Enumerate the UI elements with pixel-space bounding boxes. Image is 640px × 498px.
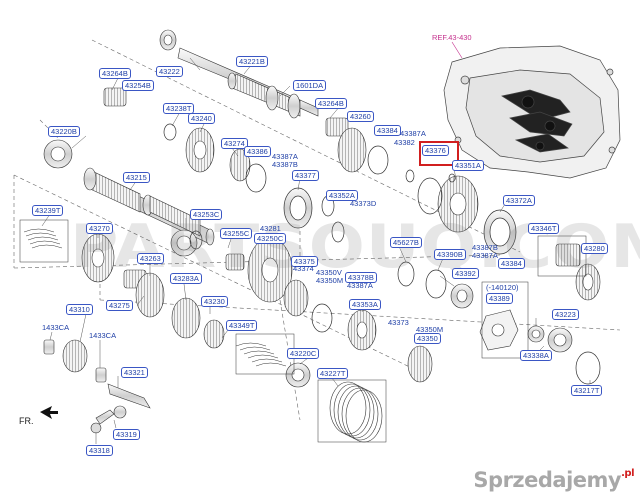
part-label-43387A-d[interactable]: 43387A [347, 281, 373, 290]
transmission-case [443, 45, 621, 179]
part-label-43350M[interactable]: 43350M [316, 276, 344, 285]
retainer-plate [479, 309, 519, 351]
part-label-43387A-b[interactable]: 43387A [272, 152, 298, 161]
part-label-43382[interactable]: 43382 [394, 138, 415, 147]
part-label-43281[interactable]: 43281 [260, 224, 281, 233]
part-label-43250C[interactable]: 43250C [254, 233, 287, 244]
part-label-43376[interactable]: 43376 [422, 145, 449, 156]
bottom-left-parts [43, 339, 151, 434]
part-label-43372A[interactable]: 43372A [503, 195, 535, 206]
part-label-43384[interactable]: 43384 [374, 125, 401, 136]
output-shaft [83, 167, 215, 246]
part-label-43353A[interactable]: 43353A [349, 299, 381, 310]
part-label-43240[interactable]: 43240 [188, 113, 215, 124]
part-label-1433CA-b[interactable]: 1433CA [89, 331, 117, 340]
part-label-43263[interactable]: 43263 [137, 253, 164, 264]
direction-label: FR. [19, 416, 34, 426]
part-label-43222[interactable]: 43222 [156, 66, 183, 77]
part-label-43387B-b[interactable]: 43387B [472, 243, 498, 252]
gears [62, 127, 601, 383]
fr-arrow-icon [40, 406, 58, 419]
part-label-43387B[interactable]: 43387B [272, 160, 298, 169]
part-label-43373[interactable]: 43373 [388, 318, 409, 327]
part-label-1433CA[interactable]: 1433CA [42, 323, 70, 332]
brand-name: Sprzedajemy [473, 468, 622, 492]
part-label-43310[interactable]: 43310 [66, 304, 93, 315]
part-label-43351A[interactable]: 43351A [452, 160, 484, 171]
part-label-43346T[interactable]: 43346T [528, 223, 560, 234]
brand-logo: Sprzedajemy.pl [473, 468, 634, 492]
clutch-pack-bottom [329, 381, 383, 443]
part-label-43253C[interactable]: 43253C [190, 209, 223, 220]
part-label-43350[interactable]: 43350 [414, 333, 441, 344]
input-shaft [159, 29, 319, 119]
part-label-43321[interactable]: 43321 [121, 367, 148, 378]
part-label-43352A[interactable]: 43352A [326, 190, 358, 201]
part-label-1601DA[interactable]: 1601DA [293, 80, 327, 91]
part-label-43223[interactable]: 43223 [552, 309, 579, 320]
part-label-43239T[interactable]: 43239T [32, 205, 64, 216]
part-label-43350V[interactable]: 43350V [316, 268, 342, 277]
highlight-box [419, 141, 459, 166]
part-label-43275[interactable]: 43275 [106, 300, 133, 311]
note-label[interactable]: (-140120) [486, 283, 519, 292]
part-label-43215[interactable]: 43215 [123, 172, 150, 183]
part-label-43338A[interactable]: 43338A [520, 350, 552, 361]
brand-suffix: .pl [621, 468, 634, 479]
part-label-43375[interactable]: 43375 [291, 256, 318, 267]
part-label-43349T[interactable]: 43349T [226, 320, 258, 331]
part-label-43217T[interactable]: 43217T [571, 385, 603, 396]
part-label-43260[interactable]: 43260 [347, 111, 374, 122]
part-label-43392[interactable]: 43392 [452, 268, 479, 279]
part-label-43220C[interactable]: 43220C [287, 348, 320, 359]
part-label-43254B[interactable]: 43254B [122, 80, 154, 91]
part-label-43387A-c[interactable]: 43387A [472, 251, 498, 260]
part-label-43274[interactable]: 43274 [221, 138, 248, 149]
reference-label[interactable]: REF.43-430 [432, 33, 472, 42]
part-label-45627B[interactable]: 45627B [390, 237, 422, 248]
part-label-43264B-b[interactable]: 43264B [315, 98, 347, 109]
part-label-43255C[interactable]: 43255C [220, 228, 253, 239]
part-label-43390B[interactable]: 43390B [434, 249, 466, 260]
part-label-43384-b[interactable]: 43384 [498, 258, 525, 269]
part-label-43227T[interactable]: 43227T [317, 368, 349, 379]
part-label-43238T[interactable]: 43238T [163, 103, 195, 114]
part-label-43280[interactable]: 43280 [581, 243, 608, 254]
clutch-pack-mid [235, 342, 287, 367]
part-label-43374[interactable]: 43374 [293, 264, 314, 273]
part-label-43389[interactable]: 43389 [486, 293, 513, 304]
needle-bearings [103, 87, 581, 289]
part-label-43283A[interactable]: 43283A [170, 273, 202, 284]
part-label-43387A[interactable]: 43387A [400, 129, 426, 138]
part-label-43264B[interactable]: 43264B [99, 68, 131, 79]
part-label-43377[interactable]: 43377 [292, 170, 319, 181]
part-label-43386[interactable]: 43386 [244, 146, 271, 157]
part-label-43318[interactable]: 43318 [86, 445, 113, 456]
part-label-43373D[interactable]: 43373D [350, 199, 377, 208]
part-label-43220B[interactable]: 43220B [48, 126, 80, 137]
rings [163, 123, 601, 385]
part-label-43350M-b[interactable]: 43350M [416, 325, 444, 334]
part-label-43270[interactable]: 43270 [86, 223, 113, 234]
part-label-43378B[interactable]: 43378B [345, 272, 377, 283]
part-label-43230[interactable]: 43230 [201, 296, 228, 307]
clutch-pack-left [23, 228, 63, 249]
part-label-43221B[interactable]: 43221B [236, 56, 268, 67]
part-label-43319[interactable]: 43319 [113, 429, 140, 440]
